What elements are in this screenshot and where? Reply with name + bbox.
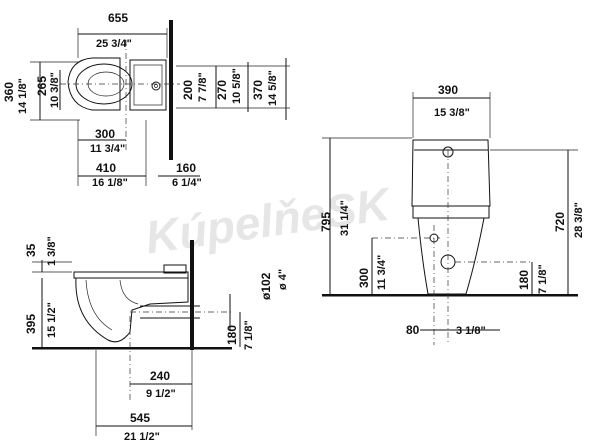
dim-180-front-in: 7 1/8" bbox=[537, 264, 549, 294]
inlet-circle bbox=[151, 81, 161, 91]
dim-395: 395 bbox=[24, 314, 38, 334]
front-view: 390 15 3/8" 795 31 1/4" 300 11 3/4" 720 … bbox=[319, 83, 585, 345]
dim-300: 300 bbox=[95, 127, 115, 141]
bowl-inner-curve bbox=[85, 279, 113, 331]
front-floor bbox=[322, 294, 578, 297]
side-wall bbox=[190, 240, 194, 350]
dim-720-in: 28 3/8" bbox=[573, 202, 585, 238]
dim-370-in: 14 5/8" bbox=[267, 70, 279, 106]
tank-foot bbox=[163, 264, 187, 274]
side-view: 35 1 3/8" 395 15 1/2" ø102 ø 4" 180 7 1/… bbox=[24, 236, 289, 443]
watermark: KúpelňeSK bbox=[142, 177, 395, 263]
dim-390: 390 bbox=[438, 83, 458, 97]
dim-395-in: 15 1/2" bbox=[46, 302, 58, 338]
dim-240: 240 bbox=[150, 369, 170, 383]
side-floor bbox=[32, 347, 232, 350]
dim-300-in: 11 3/4" bbox=[90, 143, 125, 155]
bowl-body bbox=[75, 277, 189, 343]
dim-545: 545 bbox=[130, 411, 150, 425]
dim-80: 80 bbox=[406, 323, 420, 337]
dim-655-in: 25 3/4" bbox=[96, 38, 132, 50]
dim-240-in: 9 1/2" bbox=[146, 388, 176, 400]
dim-390-in: 15 3/8" bbox=[434, 107, 470, 119]
dim-370: 370 bbox=[251, 80, 265, 100]
dim-200-in: 7 7/8" bbox=[197, 72, 209, 102]
dim-160: 160 bbox=[176, 161, 196, 175]
dim-300-front: 300 bbox=[357, 268, 371, 288]
top-view-wall bbox=[169, 20, 173, 160]
inlet-center bbox=[154, 84, 158, 88]
dim-360: 360 bbox=[2, 82, 16, 102]
dim-35-in: 1 3/8" bbox=[46, 236, 58, 266]
dim-80-in: 3 1/8" bbox=[456, 325, 486, 337]
tank-outline bbox=[129, 59, 167, 111]
dim-720: 720 bbox=[553, 212, 567, 232]
bowl-outline bbox=[67, 57, 121, 111]
dim-270: 270 bbox=[215, 80, 229, 100]
dim-102-in: ø 4" bbox=[277, 269, 289, 290]
dim-180-side: 180 bbox=[225, 325, 239, 345]
dim-35: 35 bbox=[24, 243, 38, 257]
dim-410: 410 bbox=[96, 161, 116, 175]
dim-300-front-in: 11 3/4" bbox=[376, 255, 388, 290]
dim-102: ø102 bbox=[259, 272, 273, 300]
front-pedestal bbox=[417, 217, 485, 295]
dim-410-in: 16 1/8" bbox=[92, 177, 128, 189]
flush-button bbox=[442, 146, 454, 158]
dim-200: 200 bbox=[181, 80, 195, 100]
dim-655: 655 bbox=[108, 11, 128, 25]
dim-160-in: 6 1/4" bbox=[172, 177, 202, 189]
front-tank bbox=[411, 139, 491, 207]
dim-795: 795 bbox=[319, 212, 333, 232]
front-seat bbox=[412, 205, 490, 219]
bowl-opening bbox=[87, 71, 125, 97]
dim-180-front: 180 bbox=[517, 270, 531, 290]
dim-180-side-in: 7 1/8" bbox=[243, 320, 255, 350]
dim-795-in: 31 1/4" bbox=[339, 200, 351, 236]
dim-265: 265 bbox=[35, 76, 49, 96]
dim-270-in: 10 5/8" bbox=[231, 68, 243, 104]
top-view: 655 25 3/4" 360 14 1/8" 265 10 3/8" 200 … bbox=[2, 11, 290, 189]
dim-265-in: 10 3/8" bbox=[49, 72, 61, 108]
tank-lid bbox=[133, 64, 163, 106]
dim-545-in: 21 1/2" bbox=[124, 431, 160, 443]
dim-360-in: 14 1/8" bbox=[17, 78, 29, 114]
